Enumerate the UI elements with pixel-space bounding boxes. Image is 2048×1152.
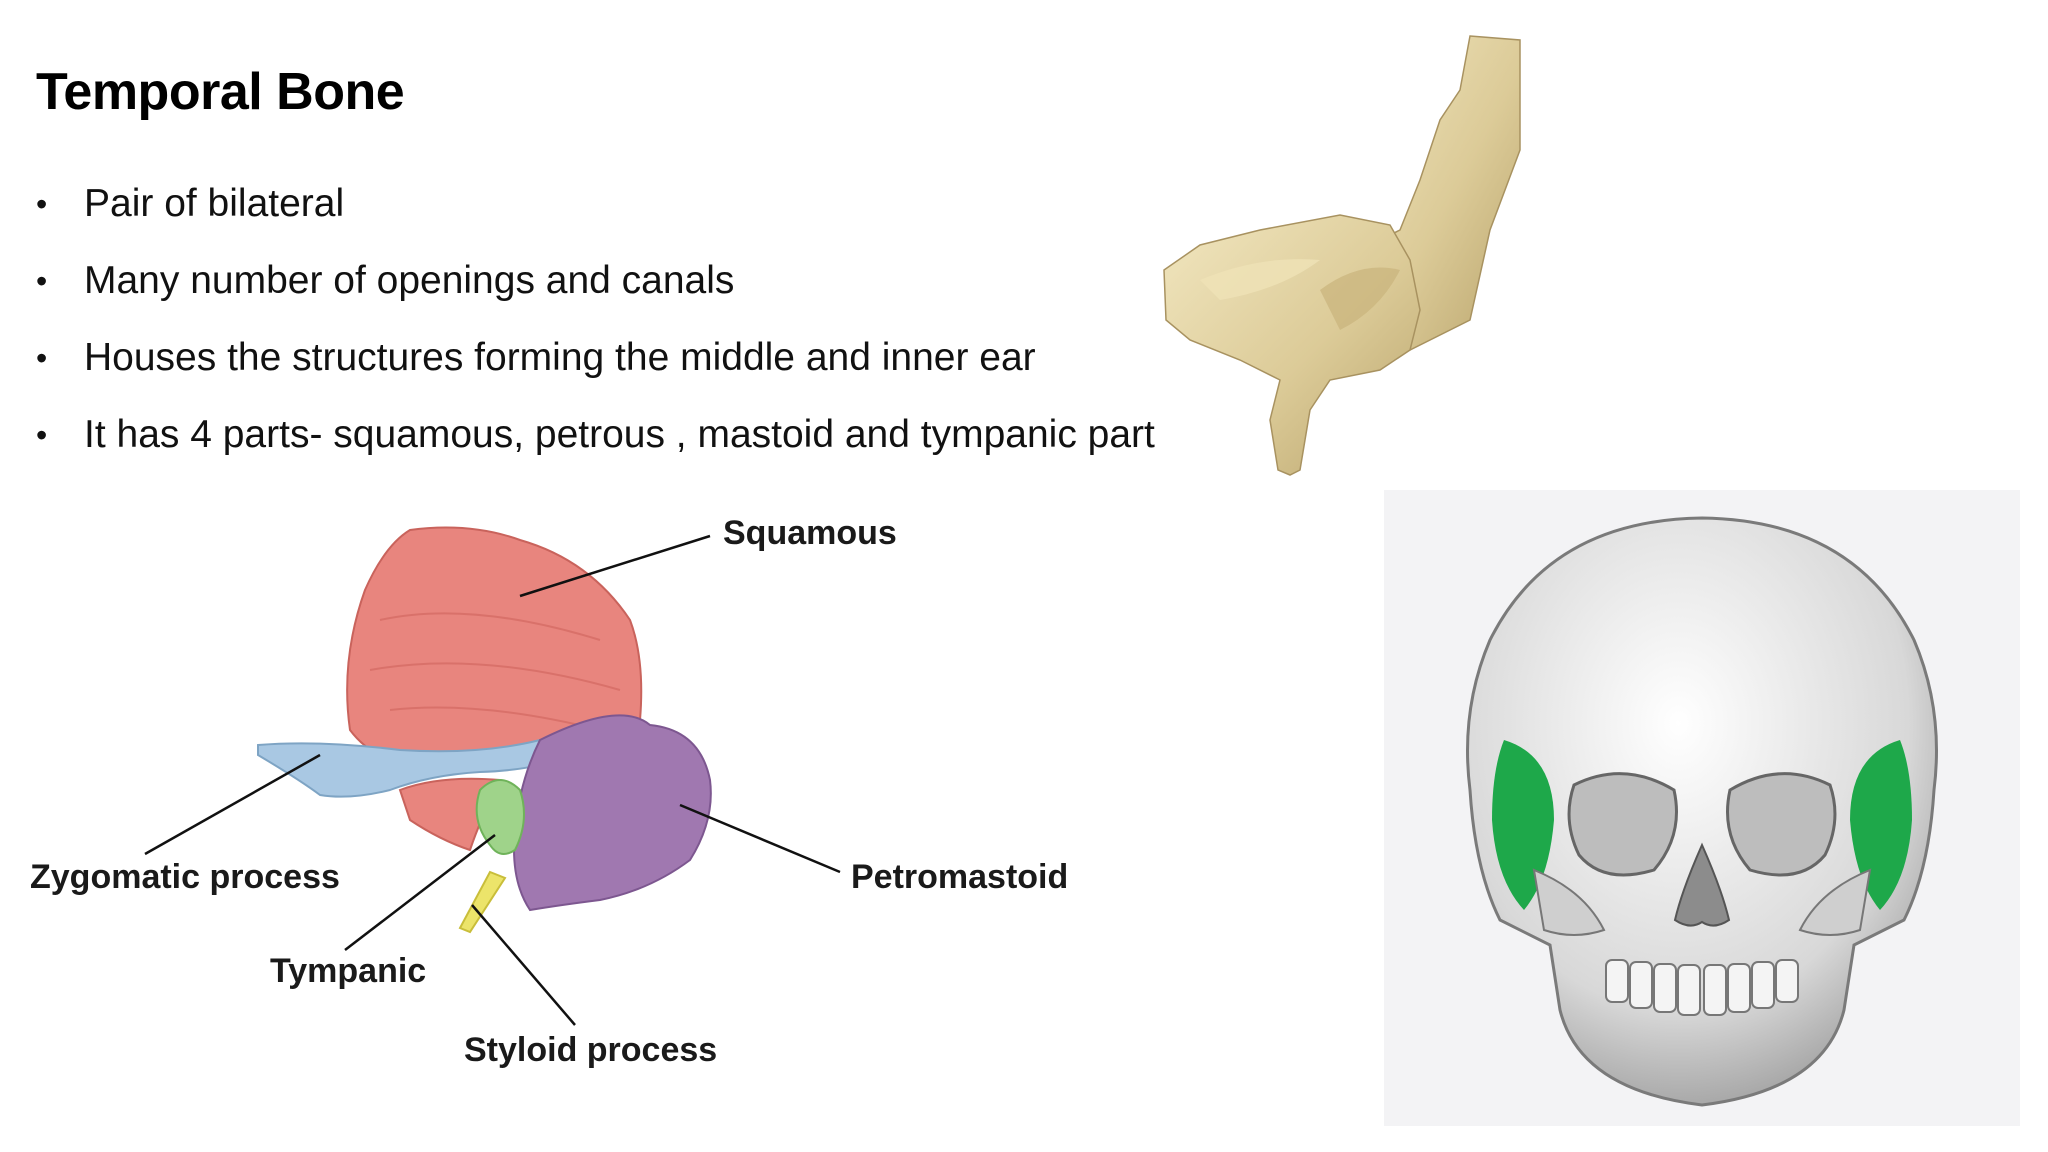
leader-line-petromastoid [679, 803, 841, 874]
bullet-text: Houses the structures forming the middle… [84, 336, 1036, 379]
diagram-styloid [458, 870, 507, 934]
diagram-petromastoid [513, 714, 712, 912]
bullet-text: It has 4 parts- squamous, petrous , mast… [84, 413, 1155, 456]
bullet-list: • Pair of bilateral • Many number of openi… [36, 178, 1155, 486]
skull-temporal-highlight-right [1850, 740, 1912, 910]
leader-line-zygomatic [144, 753, 321, 856]
skull-zygomatic-right [1798, 868, 1872, 936]
bullet-item: • Many number of openings and canals [36, 255, 1155, 332]
slide-title: Temporal Bone [36, 63, 405, 121]
skull-front-image [1384, 490, 2020, 1126]
leader-line-styloid [471, 904, 576, 1026]
skull-teeth [1605, 959, 1799, 1016]
skull-zygomatic-left [1532, 868, 1606, 936]
bullet-dot: • [36, 186, 48, 222]
bullet-text: Pair of bilateral [84, 182, 345, 225]
leader-line-squamous [519, 534, 711, 598]
bullet-text: Many number of openings and canals [84, 259, 735, 302]
bullet-dot: • [36, 340, 48, 376]
bone3d-ridge [1320, 267, 1400, 330]
label-squamous: Squamous [723, 514, 897, 552]
diagram-squamous-texture [369, 612, 621, 731]
leader-line-tympanic [344, 834, 496, 951]
label-styloid-process: Styloid process [464, 1031, 718, 1069]
label-petromastoid: Petromastoid [851, 858, 1069, 896]
bone3d-ridge [1200, 259, 1320, 300]
diagram-tympanic [475, 779, 525, 855]
skull-temporal-highlight-left [1492, 740, 1554, 910]
skull-orbit-left [1567, 772, 1678, 877]
bullet-item: • Houses the structures forming the middl… [36, 332, 1155, 409]
skull-nasal-cavity [1673, 842, 1731, 927]
bullet-dot: • [36, 263, 48, 299]
label-tympanic: Tympanic [270, 952, 427, 990]
bullet-item: • Pair of bilateral [36, 178, 1155, 255]
skull-cranium [1466, 516, 1938, 1107]
bullet-dot: • [36, 417, 48, 453]
label-zygomatic-process: Zygomatic process [30, 858, 340, 896]
temporal-bone-3d-image [1163, 35, 1521, 476]
temporal-bone-diagram [144, 526, 841, 1026]
skull-orbit-right [1726, 772, 1837, 877]
bullet-item: • It has 4 parts- squamous, petrous , mas… [36, 409, 1155, 486]
bone3d-base [1163, 214, 1421, 476]
